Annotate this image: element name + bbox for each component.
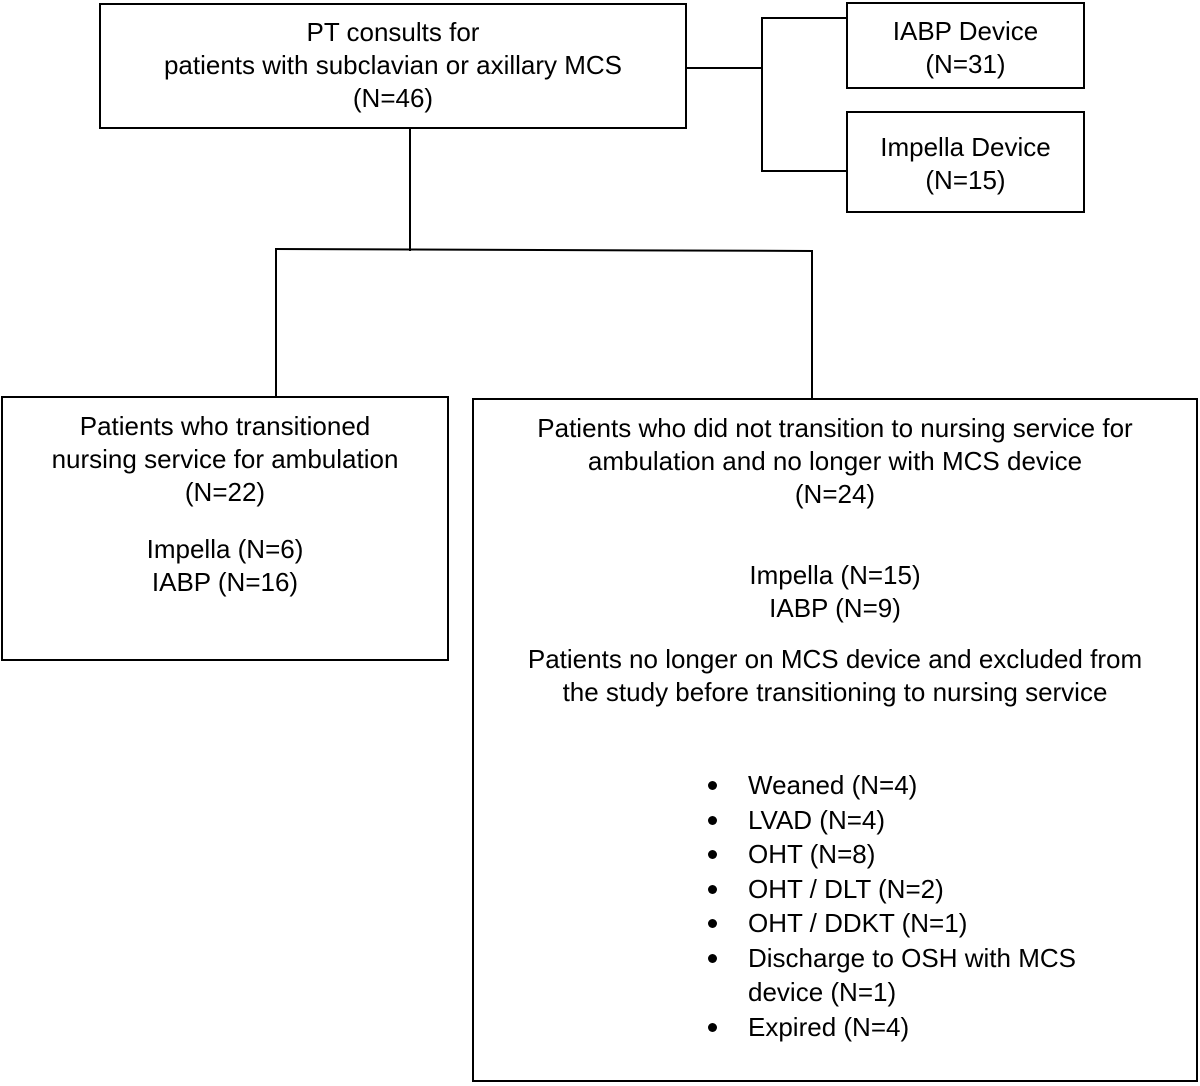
transitioned-title-line-2: nursing service for ambulation — [51, 444, 399, 474]
connector-split-horizontal — [275, 248, 813, 252]
reason-item-discharge-osh: Discharge to OSH with MCS device (N=1) — [708, 941, 1128, 1010]
iabp-device-count: (N=31) — [925, 49, 1006, 79]
root-box: PT consults for patients with subclavian… — [99, 3, 687, 129]
iabp-device-box: IABP Device (N=31) — [846, 2, 1085, 89]
reason-item-oht-ddkt: OHT / DDKT (N=1) — [708, 906, 1168, 941]
not-transitioned-impella: Impella (N=15) — [749, 560, 921, 590]
connector-root-to-devices — [686, 67, 762, 69]
connector-root-down — [409, 127, 411, 251]
reason-item-oht-dlt: OHT / DLT (N=2) — [708, 872, 1168, 907]
exclusion-reasons-list: Weaned (N=4) LVAD (N=4) OHT (N=8) OHT / … — [708, 768, 1168, 1045]
transitioned-iabp: IABP (N=16) — [151, 567, 299, 597]
impella-device-count: (N=15) — [925, 165, 1006, 195]
connector-to-impella-device — [761, 170, 847, 172]
bullet-icon — [708, 850, 717, 859]
connector-devices-vertical — [761, 17, 763, 172]
bullet-icon — [708, 1022, 717, 1032]
not-transitioned-iabp: IABP (N=9) — [769, 593, 901, 623]
transitioned-box: Patients who transitioned nursing servic… — [1, 396, 449, 661]
impella-device-box: Impella Device (N=15) — [846, 111, 1085, 213]
connector-to-iabp-device — [761, 17, 847, 19]
reason-item-expired: Expired (N=4) — [708, 1010, 1168, 1045]
not-transitioned-title-line-2: ambulation and no longer with MCS device — [587, 446, 1083, 476]
not-transitioned-title-line-1: Patients who did not transition to nursi… — [537, 413, 1133, 443]
transitioned-count: (N=22) — [184, 477, 266, 507]
iabp-device-label: IABP Device — [892, 16, 1039, 46]
transitioned-title-line-1: Patients who transitioned — [79, 411, 371, 441]
impella-device-label: Impella Device — [880, 132, 1051, 162]
transitioned-impella: Impella (N=6) — [146, 534, 304, 564]
connector-to-not-transitioned — [811, 251, 813, 400]
root-title-line-1: PT consults for — [306, 17, 480, 47]
reason-item-weaned: Weaned (N=4) — [708, 768, 1168, 803]
root-title-line-2: patients with subclavian or axillary MCS — [163, 50, 623, 80]
bullet-icon — [708, 884, 717, 894]
bullet-icon — [708, 815, 717, 825]
connector-to-transitioned — [275, 250, 277, 398]
reason-item-lvad: LVAD (N=4) — [708, 803, 1168, 838]
reason-item-oht: OHT (N=8) — [708, 837, 1168, 872]
excluded-heading-line-1: Patients no longer on MCS device and exc… — [527, 644, 1143, 674]
bullet-icon — [708, 953, 717, 963]
not-transitioned-box: Patients who did not transition to nursi… — [472, 398, 1198, 1082]
excluded-heading-line-2: the study before transitioning to nursin… — [562, 677, 1108, 707]
bullet-icon — [708, 781, 717, 790]
root-count: (N=46) — [352, 83, 434, 113]
bullet-icon — [708, 919, 717, 928]
not-transitioned-count: (N=24) — [794, 479, 876, 509]
